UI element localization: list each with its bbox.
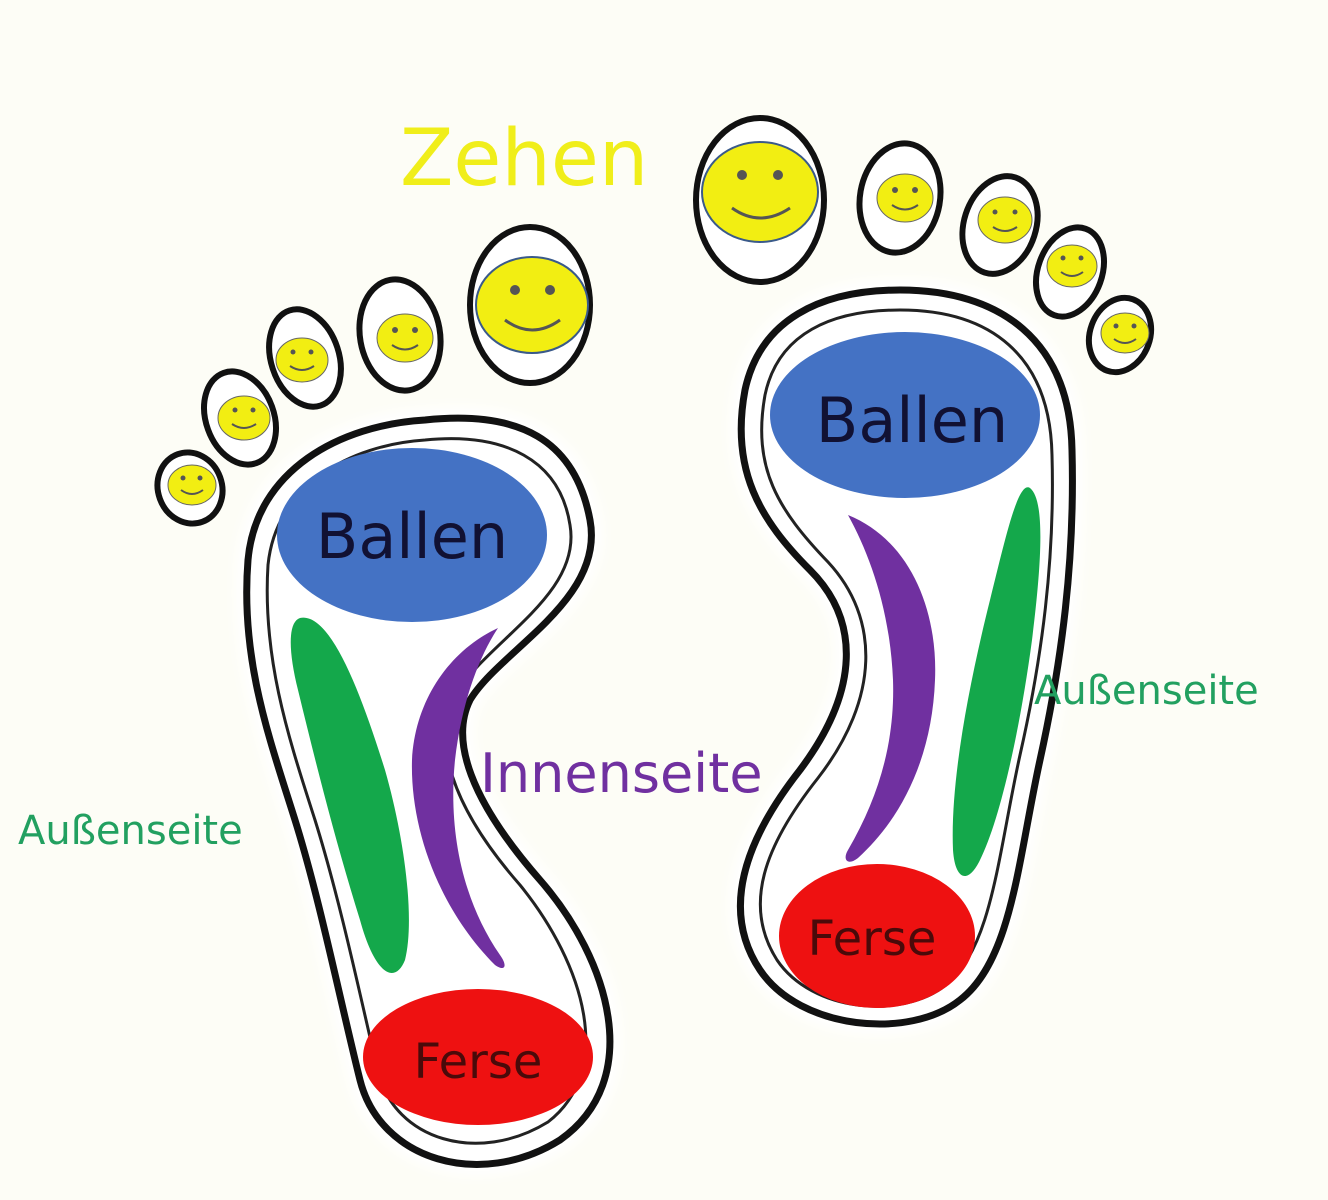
- left-ball-label: Ballen: [316, 500, 508, 573]
- smiley-icon: [476, 257, 588, 353]
- smiley-icon: [877, 174, 933, 222]
- right-outer-label: Außenseite: [1034, 668, 1259, 714]
- left-outer-label: Außenseite: [18, 808, 243, 854]
- smiley-icon: [276, 338, 328, 382]
- smiley-icon: [377, 314, 433, 362]
- right-ball-label: Ballen: [816, 384, 1008, 457]
- smiley-icon: [218, 396, 270, 440]
- inner-label: Innenseite: [480, 742, 763, 805]
- smiley-icon: [978, 197, 1032, 243]
- left-heel-label: Ferse: [414, 1034, 543, 1090]
- toes-label: Zehen: [400, 114, 648, 204]
- smiley-icon: [1047, 245, 1097, 287]
- smiley-icon: [168, 465, 216, 505]
- smiley-icon: [702, 142, 818, 242]
- right-heel-label: Ferse: [808, 911, 937, 967]
- smiley-icon: [1101, 313, 1149, 353]
